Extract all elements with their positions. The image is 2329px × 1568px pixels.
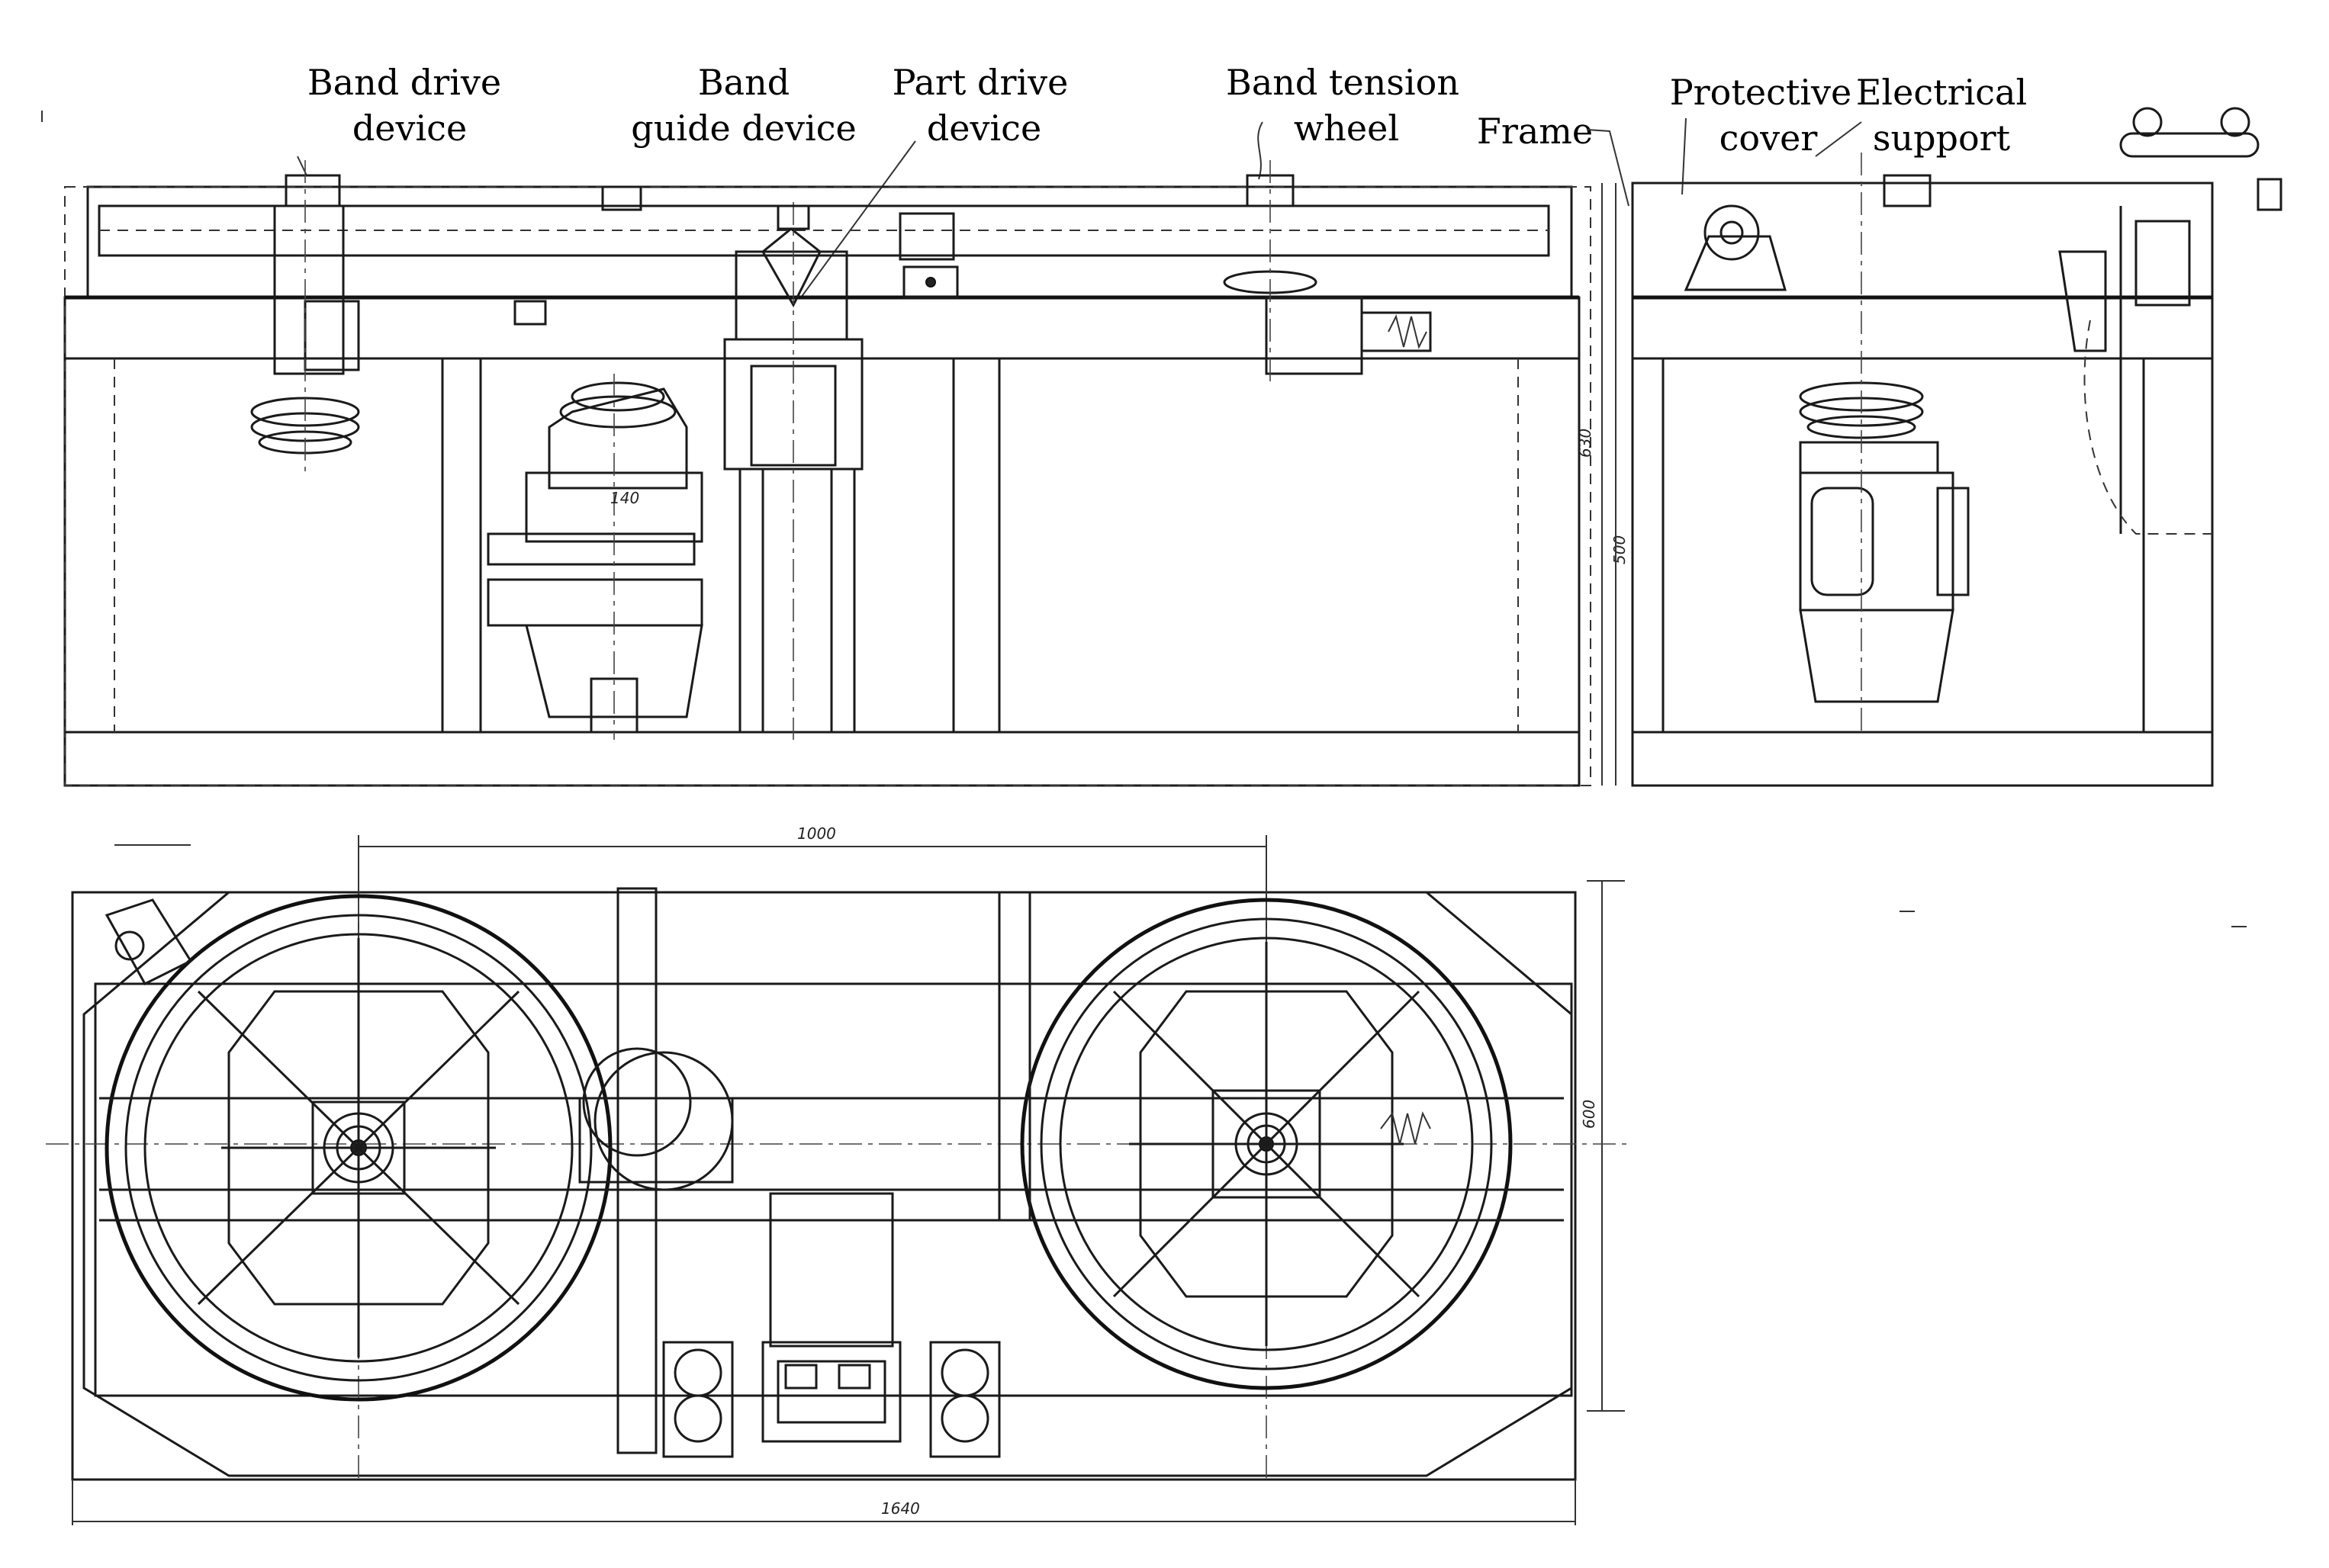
svg-text:device: device <box>927 108 1041 149</box>
svg-text:Band: Band <box>698 62 790 103</box>
svg-text:Band drive: Band drive <box>307 62 501 103</box>
dim-wheel-spacing: 1000 <box>797 824 836 843</box>
svg-text:guide device: guide device <box>631 108 856 149</box>
svg-text:wheel: wheel <box>1294 108 1399 149</box>
callout-part-drive-device: Part drive device <box>800 62 1069 298</box>
band-drive-device-part <box>250 160 360 473</box>
part-drive-column <box>723 202 864 740</box>
side-elevation <box>1631 107 2282 787</box>
svg-text:Frame: Frame <box>1477 111 1593 152</box>
band-tension-wheel-part <box>1223 160 1432 381</box>
callout-electrical-support: Electrical support <box>1815 72 2027 159</box>
frame-left-section <box>63 296 1581 787</box>
callout-band-drive-device: Band drive device <box>297 62 501 176</box>
side-motor <box>1799 153 1970 732</box>
svg-text:Part drive: Part drive <box>893 62 1069 103</box>
callout-frame: Frame <box>1477 111 1629 207</box>
svg-text:support: support <box>1873 117 2011 159</box>
svg-text:Electrical: Electrical <box>1856 72 2027 113</box>
tension-wheel <box>1020 898 1513 1390</box>
callout-band-guide-device: Band guide device <box>631 62 856 149</box>
svg-text:Protective: Protective <box>1670 72 1852 113</box>
svg-text:cover: cover <box>1719 117 1818 159</box>
central-guide <box>99 887 1564 1454</box>
central-motor <box>487 374 703 740</box>
dim-motor-offset: 140 <box>610 489 639 507</box>
dim-height-upper: 630 <box>1576 429 1594 458</box>
front-elevation: 630 500 140 <box>63 160 1629 787</box>
dim-width: 600 <box>1580 1100 1598 1129</box>
frame-right-section <box>1631 296 2214 787</box>
bottom-clamps <box>662 1341 1001 1458</box>
drive-wheel <box>105 894 613 1402</box>
dim-height-lower: 500 <box>1610 535 1629 564</box>
plan-view: 1000 1640 600 <box>46 824 1633 1525</box>
corner-fitting <box>105 898 193 985</box>
callout-band-tension-wheel: Band tension wheel <box>1226 62 1459 180</box>
svg-text:device: device <box>352 108 467 149</box>
dim-overall-length: 1640 <box>881 1499 920 1518</box>
svg-text:Band tension: Band tension <box>1226 62 1459 103</box>
callout-protective-cover: Protective cover <box>1670 72 1852 195</box>
